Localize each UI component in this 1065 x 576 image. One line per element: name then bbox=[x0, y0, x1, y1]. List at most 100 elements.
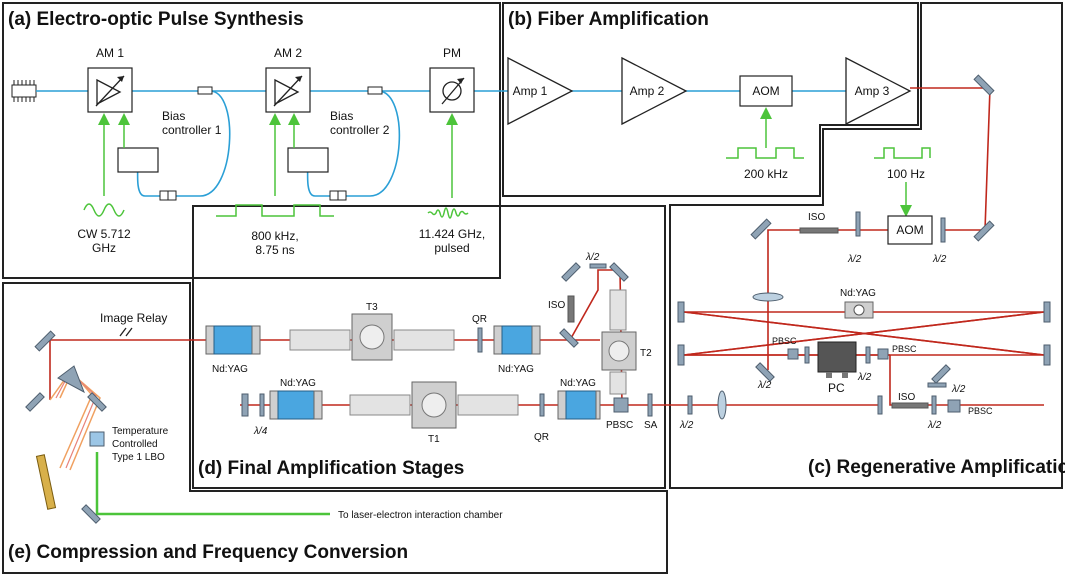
mirror bbox=[677, 344, 685, 366]
waveplate bbox=[855, 211, 861, 237]
pm-signal-label: 11.424 GHz, bbox=[419, 227, 485, 241]
mirror bbox=[1043, 301, 1051, 323]
mirror bbox=[931, 364, 951, 384]
telescope-t1 bbox=[349, 381, 519, 429]
cw-sine-wave bbox=[83, 203, 125, 217]
cw-signal-label: CW 5.712 bbox=[77, 227, 131, 241]
prism-icon bbox=[57, 365, 85, 394]
d-pbsc: PBSC bbox=[606, 420, 633, 431]
amp2-label: Amp 2 bbox=[630, 84, 665, 98]
seed-laser-icon bbox=[11, 80, 37, 102]
panel-e-title: (e) Compression and Frequency Conversion bbox=[8, 542, 408, 563]
isolator-bar bbox=[567, 295, 575, 323]
pm-signal-label-2: pulsed bbox=[434, 241, 469, 255]
d-t2: T2 bbox=[640, 348, 652, 359]
isolator-bar bbox=[891, 402, 929, 409]
d-ndyag-2: Nd:YAG bbox=[498, 364, 534, 375]
regen-aom-label: AOM bbox=[896, 223, 923, 237]
waveplate bbox=[804, 346, 810, 364]
pbsc-cube bbox=[947, 399, 961, 413]
fiber-aom-box bbox=[739, 75, 793, 107]
d-qr-bottom: QR bbox=[534, 432, 549, 443]
pockels-cell bbox=[817, 341, 857, 378]
amp3-label: Amp 3 bbox=[855, 84, 890, 98]
panel-c-frame bbox=[669, 2, 1063, 489]
d-t3: T3 bbox=[366, 302, 378, 313]
am2-modulator bbox=[265, 67, 311, 113]
bias-controller-2-label: Bias bbox=[330, 109, 353, 123]
pulse-signal-label: 800 kHz, bbox=[251, 229, 298, 243]
panel-b-content: Amp 1 Amp 2 AOM Amp 3 200 kHz bbox=[507, 56, 912, 181]
regen-iso-top: ISO bbox=[808, 212, 825, 223]
lens bbox=[752, 292, 784, 302]
panel-a-frame bbox=[2, 2, 501, 279]
d-ndyag-3: Nd:YAG bbox=[280, 378, 316, 389]
lbo-label-1: Temperature bbox=[112, 426, 169, 437]
pulsed-rf-wave bbox=[427, 207, 469, 219]
d-ndyag-1: Nd:YAG bbox=[212, 364, 248, 375]
regen-iso-bottom: ISO bbox=[898, 392, 915, 403]
panel-b-frame bbox=[502, 2, 919, 197]
lens bbox=[877, 395, 883, 415]
mirror bbox=[609, 262, 629, 282]
regen-hw-4: λ/2 bbox=[857, 372, 872, 383]
pbsc-cube bbox=[787, 348, 799, 360]
amp1-label: Amp 1 bbox=[513, 84, 548, 98]
bias-controller-2-box bbox=[287, 147, 329, 173]
am1-modulator bbox=[87, 67, 133, 113]
mirror bbox=[1043, 344, 1051, 366]
panel-e-frame bbox=[2, 282, 668, 574]
fiber-aom-label: AOM bbox=[752, 84, 779, 98]
mirror bbox=[559, 328, 579, 348]
bias-controller-1-label-2: controller 1 bbox=[162, 123, 222, 137]
waveplate bbox=[647, 393, 653, 417]
regen-ndyag-head bbox=[844, 301, 874, 319]
cw-signal-label-2: GHz bbox=[92, 241, 116, 255]
panel-d-frame bbox=[192, 205, 666, 489]
mirror bbox=[973, 74, 995, 96]
mirror bbox=[677, 301, 685, 323]
regen-hw-1: λ/2 bbox=[932, 254, 947, 265]
grating bbox=[35, 454, 57, 510]
regen-pbsc-bottom: PBSC bbox=[968, 406, 993, 416]
ndyag-head-4 bbox=[557, 390, 601, 420]
am1-label: AM 1 bbox=[96, 46, 124, 60]
mirror bbox=[241, 393, 249, 417]
mirror bbox=[34, 330, 56, 352]
mirror bbox=[561, 262, 581, 282]
waveplate bbox=[927, 382, 947, 388]
telescope-t2 bbox=[601, 289, 637, 395]
target-label: To laser-electron interaction chamber bbox=[338, 510, 503, 521]
panel-d-title: (d) Final Amplification Stages bbox=[198, 458, 464, 479]
waveplate bbox=[477, 327, 483, 353]
regen-pbsc-right: PBSC bbox=[892, 344, 917, 354]
waveplate bbox=[259, 393, 265, 417]
regen-ndyag: Nd:YAG bbox=[840, 288, 876, 299]
pockels-cell-label: PC bbox=[828, 381, 845, 395]
mirror bbox=[750, 218, 772, 240]
panel-c-title: (c) Regenerative Amplification bbox=[808, 457, 1065, 478]
panel-c-content: 100 Hz AOM λ/2 λ/2 ISO Nd:YAG PBSC λ/2 bbox=[640, 74, 1051, 431]
panel-b-title: (b) Fiber Amplification bbox=[508, 9, 709, 30]
d-qw: λ/4 bbox=[253, 426, 268, 437]
100hz-pulse-wave bbox=[874, 147, 931, 159]
panel-a-title: (a) Electro-optic Pulse Synthesis bbox=[8, 9, 304, 30]
photodiode-icon bbox=[329, 190, 347, 201]
regen-hw-5: λ/2 bbox=[679, 420, 694, 431]
regen-hw-7: λ/2 bbox=[951, 384, 966, 395]
pm-label: PM bbox=[443, 46, 461, 60]
telescope-t3 bbox=[289, 313, 455, 361]
pbsc-cube bbox=[613, 397, 629, 413]
ndyag-head-1 bbox=[205, 325, 261, 355]
bias-controller-1-label: Bias bbox=[162, 109, 185, 123]
regen-pbsc-left: PBSC bbox=[772, 336, 797, 346]
regen-aom-freq: 100 Hz bbox=[887, 167, 925, 181]
panel-e-content: Image Relay Temperature Controlled Type … bbox=[25, 311, 503, 524]
image-relay-label: Image Relay bbox=[100, 311, 167, 325]
isolator-bar bbox=[799, 227, 839, 234]
waveplate bbox=[589, 263, 607, 269]
amp3-triangle bbox=[845, 56, 912, 126]
pulse-signal-label-2: 8.75 ns bbox=[255, 243, 294, 257]
mirror bbox=[755, 362, 775, 382]
mirror bbox=[81, 504, 101, 524]
